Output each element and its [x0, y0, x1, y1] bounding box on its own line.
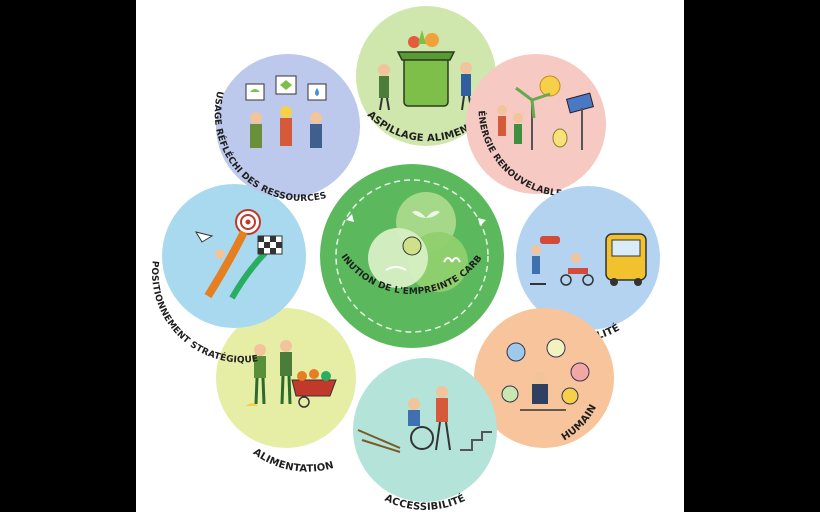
petal-mobilite-bg: [516, 186, 660, 330]
people-icon: [443, 257, 461, 263]
petal-alimentation-bg: [216, 308, 356, 448]
cycle-arrow-icon: [478, 218, 486, 226]
food-illustration: [246, 340, 337, 408]
accessibility-illustration: [357, 386, 492, 453]
cycle-arrow-icon: [346, 214, 354, 222]
center-cycle-illustration: [368, 192, 468, 292]
waste-bin-illustration: [378, 30, 472, 111]
center-hub-ring: [335, 179, 489, 333]
petal-humain: HUMAIN: [474, 308, 614, 448]
sprout-icon: [412, 210, 440, 218]
diagram-canvas: GASPILLAGE ALIMENTAIRE ÉNERGIE RENOUVELA…: [136, 0, 684, 512]
petal-energie-bg: [466, 54, 606, 194]
hands-icon: [385, 266, 407, 271]
petal-usage-reflechi: USAGE RÉFLÉCHI DES RESSOURCES: [212, 54, 360, 204]
petal-alimentation: ALIMENTATION: [216, 308, 356, 475]
carbon-footprint-diagram: GASPILLAGE ALIMENTAIRE ÉNERGIE RENOUVELA…: [136, 0, 660, 512]
petal-alimentation-label: ALIMENTATION: [251, 447, 335, 475]
renewable-energy-illustration: [497, 75, 595, 150]
resources-illustration: [245, 75, 327, 148]
mobility-illustration: [530, 233, 647, 286]
petal-energie-renouvelable: ÉNERGIE RENOUVELABLE: [466, 54, 606, 199]
strategy-illustration: [194, 209, 283, 300]
petal-accessibilite: ACCESSIBILITÉ: [353, 358, 497, 512]
human-social-illustration: [501, 338, 590, 411]
earth-character-icon: [402, 236, 422, 256]
petal-accessibilite-bg: [353, 358, 497, 502]
